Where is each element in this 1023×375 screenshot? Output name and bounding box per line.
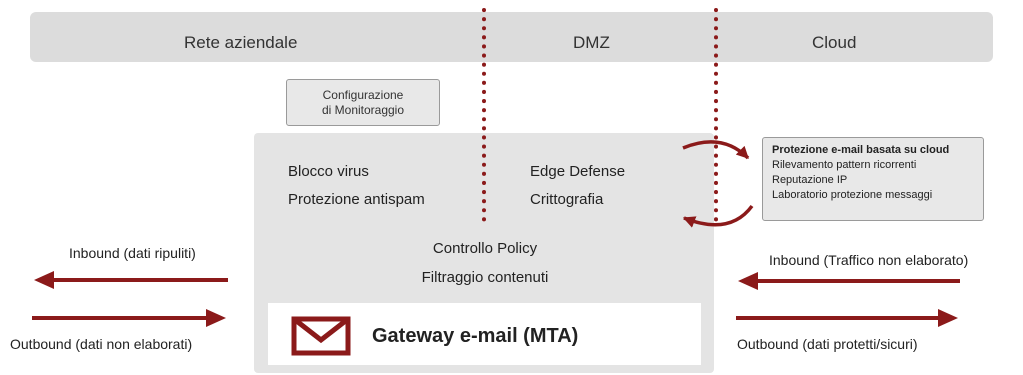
config-line-2: di Monitoraggio <box>321 102 405 117</box>
feature-content-filtering: Filtraggio contenuti <box>421 269 549 286</box>
zone-internal-label: Rete aziendale <box>184 33 298 52</box>
zone-cloud-label: Cloud <box>812 33 857 52</box>
zone-dmz-label: DMZ <box>573 33 610 52</box>
envelope-icon <box>291 316 351 356</box>
left-inbound-arrow <box>34 271 228 289</box>
right-inbound-arrow <box>738 272 960 290</box>
gateway-mta-label: Gateway e-mail (MTA) <box>372 325 579 347</box>
feature-virus-block: Blocco virus <box>288 163 369 180</box>
feature-antispam: Protezione antispam <box>288 191 425 208</box>
feature-encryption: Crittografia <box>530 191 604 208</box>
cloud-protection-box: Protezione e-mail basata su cloud Rileva… <box>762 137 984 221</box>
left-inbound-label: Inbound (dati ripuliti) <box>69 245 196 261</box>
network-zones-bar <box>30 12 993 62</box>
cloud-item-ip-reputation: Reputazione IP <box>772 174 848 186</box>
config-line-1: Configurazione <box>322 87 404 102</box>
cloud-item-lab: Laboratorio protezione messaggi <box>772 189 933 201</box>
to-cloud-curved-arrow <box>682 140 750 160</box>
monitoring-config-box: Configurazione di Monitoraggio <box>286 79 440 126</box>
right-outbound-label: Outbound (dati protetti/sicuri) <box>737 336 918 352</box>
feature-edge-defense: Edge Defense <box>530 163 626 180</box>
feature-policy-control: Controllo Policy <box>432 240 538 257</box>
right-outbound-arrow <box>736 309 958 327</box>
cloud-protection-title: Protezione e-mail basata su cloud <box>772 144 950 156</box>
left-outbound-label: Outbound (dati non elaborati) <box>10 336 193 352</box>
cloud-item-pattern: Rilevamento pattern ricorrenti <box>772 159 917 171</box>
from-cloud-curved-arrow <box>682 204 754 228</box>
right-inbound-label: Inbound (Traffico non elaborato) <box>769 252 969 268</box>
left-outbound-arrow <box>32 309 226 327</box>
